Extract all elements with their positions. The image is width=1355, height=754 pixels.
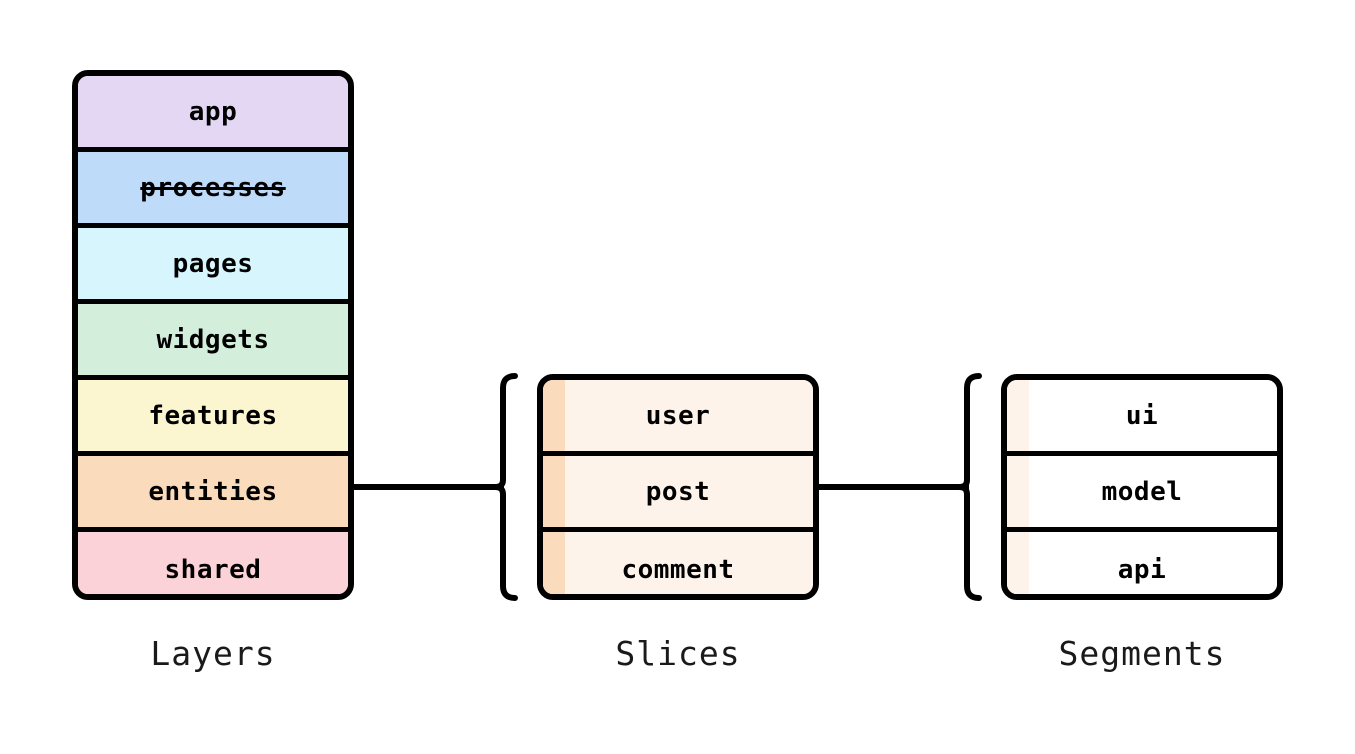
slices-bracket-icon	[492, 373, 518, 601]
caption-segments: Segments	[1058, 634, 1226, 673]
layer-row-app[interactable]: app	[78, 76, 348, 152]
connector-slices-to-segments	[817, 484, 969, 490]
layer-row-entities[interactable]: entities	[78, 456, 348, 532]
layer-label-shared: shared	[164, 555, 262, 585]
segment-row-model[interactable]: model	[1007, 456, 1277, 532]
slice-stripe	[543, 456, 565, 527]
segment-label-model: model	[1101, 476, 1183, 507]
segment-label-ui: ui	[1125, 400, 1159, 431]
layer-label-pages: pages	[172, 248, 254, 279]
layer-label-entities: entities	[148, 476, 278, 507]
slice-label-post: post	[645, 476, 711, 507]
slice-stripe	[543, 532, 565, 594]
segment-row-ui[interactable]: ui	[1007, 380, 1277, 456]
segment-label-api: api	[1117, 555, 1167, 585]
segment-stripe	[1007, 456, 1029, 527]
segment-stripe	[1007, 380, 1029, 451]
slice-row-user[interactable]: user	[543, 380, 813, 456]
slices-stack: user post comment	[537, 374, 819, 600]
layer-row-processes[interactable]: processes	[78, 152, 348, 228]
slice-label-user: user	[645, 400, 711, 431]
slice-stripe	[543, 380, 565, 451]
caption-slices: Slices	[615, 634, 741, 673]
segments-stack: ui model api	[1001, 374, 1283, 600]
segments-bracket-icon	[956, 373, 982, 601]
segment-stripe	[1007, 532, 1029, 594]
slice-label-comment: comment	[621, 555, 735, 585]
layer-row-shared[interactable]: shared	[78, 532, 348, 594]
layer-label-features: features	[148, 400, 278, 431]
segment-row-api[interactable]: api	[1007, 532, 1277, 594]
layer-label-widgets: widgets	[156, 324, 270, 355]
layer-row-features[interactable]: features	[78, 380, 348, 456]
slice-row-post[interactable]: post	[543, 456, 813, 532]
layer-row-widgets[interactable]: widgets	[78, 304, 348, 380]
layer-label-processes: processes	[140, 172, 286, 203]
connector-layers-to-slices	[352, 484, 504, 490]
layers-stack: app processes pages widgets features ent…	[72, 70, 354, 600]
layer-row-pages[interactable]: pages	[78, 228, 348, 304]
layer-label-app: app	[188, 96, 238, 127]
caption-layers: Layers	[150, 634, 276, 673]
slice-row-comment[interactable]: comment	[543, 532, 813, 594]
